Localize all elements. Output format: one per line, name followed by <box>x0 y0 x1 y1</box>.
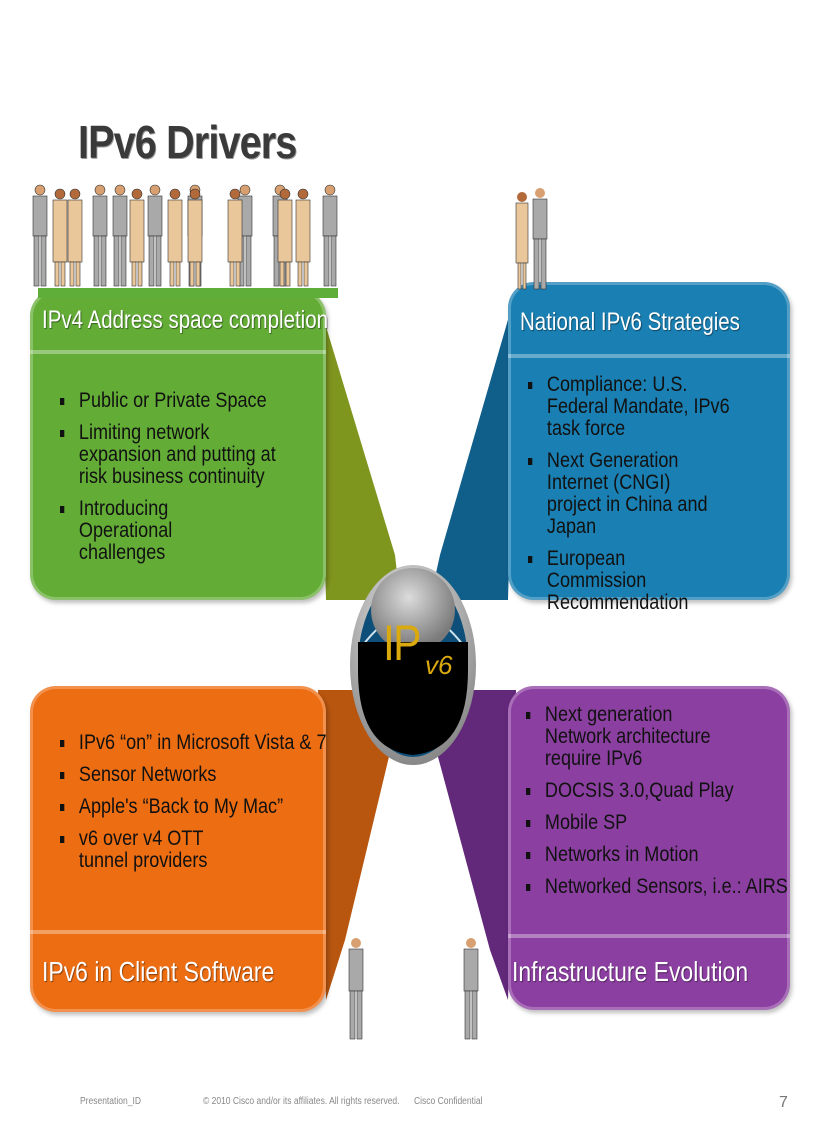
bullet-list: IPv6 “on” in Microsoft Vista & 7 Sensor … <box>60 732 382 882</box>
bullet-list: Compliance: U.S. Federal Mandate, IPv6 t… <box>528 374 770 624</box>
bullet-item: Mobile SP <box>526 812 803 834</box>
bullet-item: IPv6 “on” in Microsoft Vista & 7 <box>60 732 337 754</box>
panel-national-strategies: National IPv6 Strategies Compliance: U.S… <box>508 282 790 614</box>
ip-label: IP <box>383 615 421 671</box>
crowd-people-icon <box>32 184 338 298</box>
panel-ipv4-address-space: IPv4 Address space completion Public or … <box>30 290 329 600</box>
bullet-item: Introducing Operational challenges <box>60 498 251 564</box>
panel-title: IPv6 in Client Software <box>42 956 275 987</box>
panel-divider <box>30 350 326 354</box>
person-left-icon <box>348 938 364 1040</box>
page-number: 7 <box>779 1094 788 1111</box>
panel-divider <box>508 354 790 358</box>
bullet-item: Networks in Motion <box>526 844 803 866</box>
blue-wedge <box>430 292 516 600</box>
bullet-item: Next generation Network architecture req… <box>526 704 734 770</box>
panel-title: Infrastructure Evolution <box>512 956 749 987</box>
bullet-item: European Commission Recommendation <box>528 548 710 614</box>
bullet-item: Sensor Networks <box>60 764 337 786</box>
bullet-item: Apple's “Back to My Mac” <box>60 796 337 818</box>
orange-wedge <box>318 690 405 1000</box>
bullet-item: Networked Sensors, i.e.: AIRS <box>526 876 803 898</box>
panel-divider <box>30 930 326 934</box>
person-right-icon <box>463 938 479 1040</box>
couple-people-icon <box>515 188 548 290</box>
footer-confidential: Cisco Confidential <box>414 1096 483 1107</box>
green-wedge <box>318 300 400 600</box>
v6-label: v6 <box>425 650 453 680</box>
bullet-list: Public or Private Space Limiting network… <box>60 390 382 574</box>
panel-client-software: IPv6 “on” in Microsoft Vista & 7 Sensor … <box>30 686 327 1012</box>
slide-title: IPv6 Drivers <box>78 116 297 168</box>
bullet-list: Next generation Network architecture req… <box>526 704 816 908</box>
footer-presentation-id: Presentation_ID <box>80 1096 141 1107</box>
panel-infrastructure-evolution: Next generation Network architecture req… <box>508 686 790 1010</box>
footer-copyright: © 2010 Cisco and/or its affiliates. All … <box>203 1096 400 1107</box>
panel-title: National IPv6 Strategies <box>520 308 740 336</box>
bullet-item: Next Generation Internet (CNGI) project … <box>528 450 728 538</box>
panel-title: IPv4 Address space completion <box>42 306 329 334</box>
bullet-item: v6 over v4 OTT tunnel providers <box>60 828 251 872</box>
bullet-item: Public or Private Space <box>60 390 337 412</box>
bullet-item: Compliance: U.S. Federal Mandate, IPv6 t… <box>528 374 736 440</box>
purple-wedge <box>420 690 516 1000</box>
ipv6-globe-icon <box>350 565 476 765</box>
bullet-item: DOCSIS 3.0,Quad Play <box>526 780 803 802</box>
bullet-item: Limiting network expansion and putting a… <box>60 422 277 488</box>
panel-divider <box>508 934 790 938</box>
